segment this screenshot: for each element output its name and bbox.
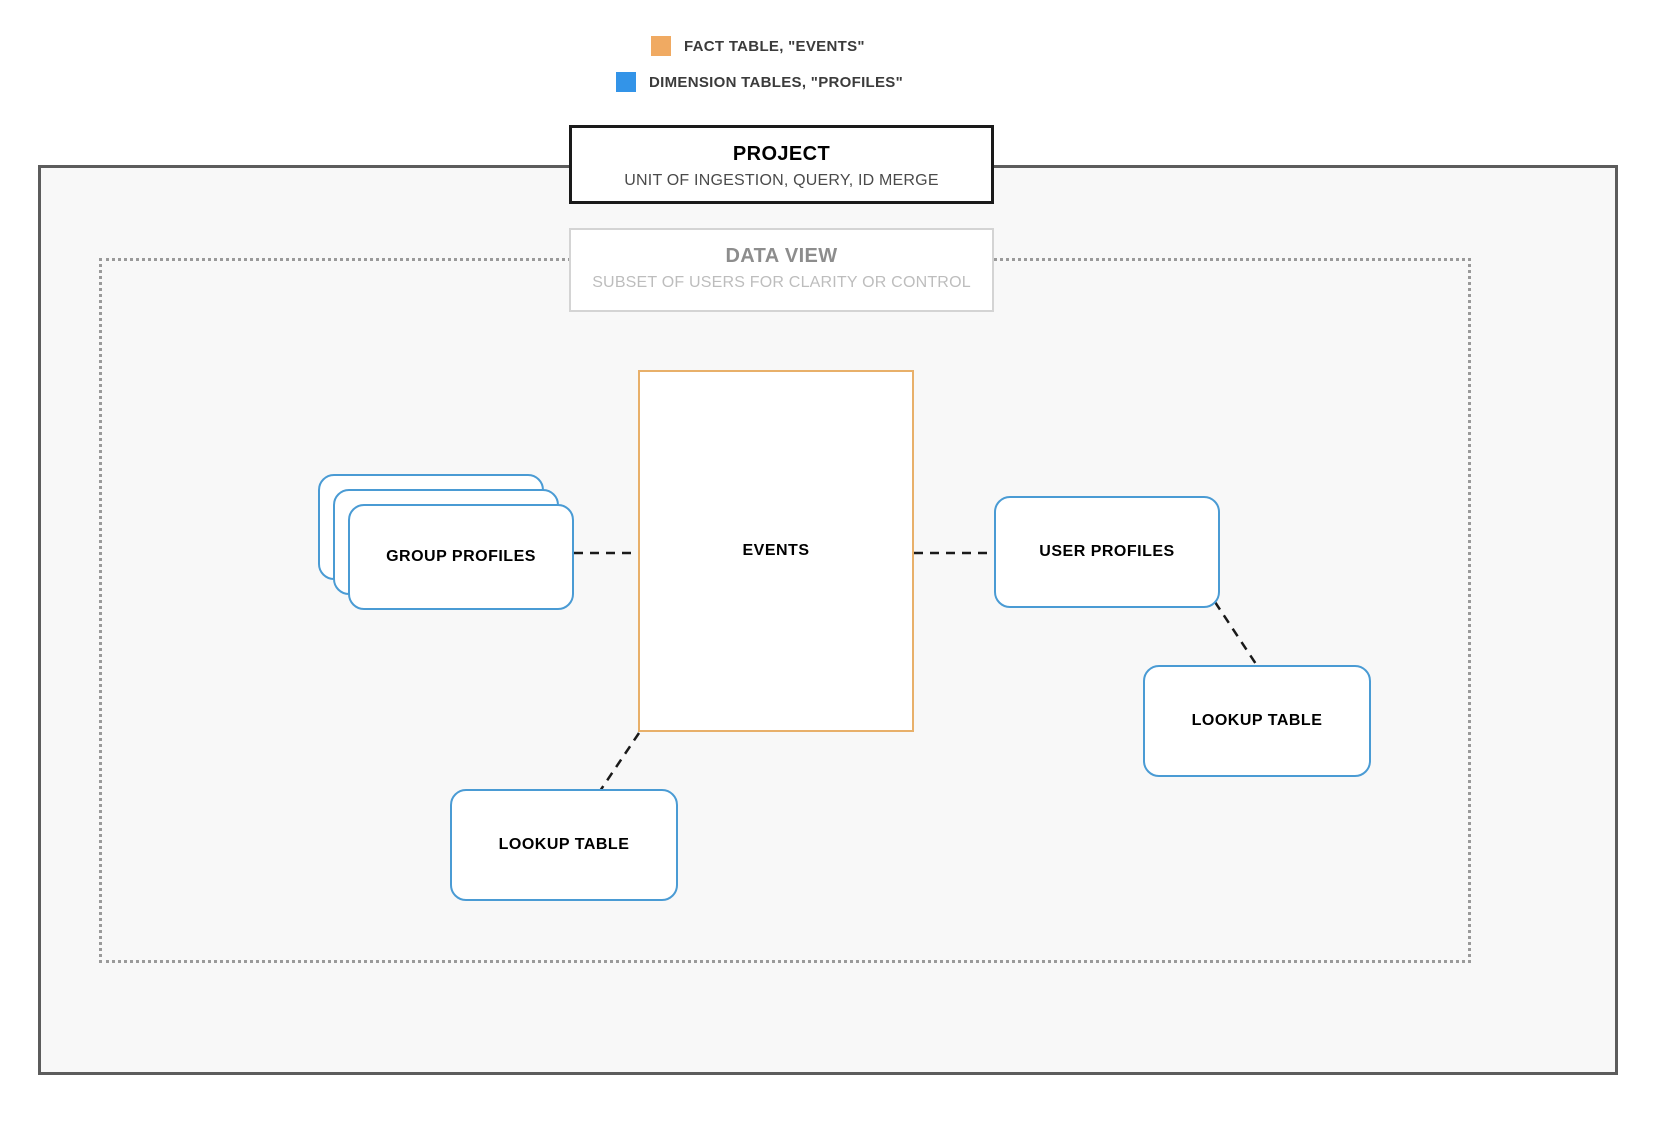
- node-lookup-table-left[interactable]: LOOKUP TABLE: [450, 789, 678, 901]
- legend-item-fact-table: FACT TABLE, "EVENTS": [651, 36, 865, 56]
- project-title: PROJECT: [732, 143, 831, 165]
- orange-square-swatch-icon: [651, 36, 671, 56]
- project-subtitle: UNIT OF INGESTION, QUERY, ID MERGE: [624, 172, 939, 189]
- node-lookup-table-right-label: LOOKUP TABLE: [1191, 712, 1323, 729]
- data-view-title: DATA VIEW: [725, 245, 838, 267]
- node-group-profiles-label: GROUP PROFILES: [386, 548, 536, 565]
- data-view-header-box: DATA VIEW SUBSET OF USERS FOR CLARITY OR…: [569, 228, 994, 312]
- group-profiles-card-front[interactable]: GROUP PROFILES: [348, 504, 574, 610]
- blue-square-swatch-icon: [616, 72, 636, 92]
- node-lookup-table-left-label: LOOKUP TABLE: [498, 836, 630, 853]
- node-lookup-table-right[interactable]: LOOKUP TABLE: [1143, 665, 1371, 777]
- legend-label-fact-table: FACT TABLE, "EVENTS": [684, 37, 865, 55]
- node-user-profiles[interactable]: USER PROFILES: [994, 496, 1220, 608]
- project-header-box: PROJECT UNIT OF INGESTION, QUERY, ID MER…: [569, 125, 994, 204]
- data-view-subtitle: SUBSET OF USERS FOR CLARITY OR CONTROL: [592, 274, 971, 291]
- node-events-label: EVENTS: [742, 542, 810, 559]
- node-events[interactable]: EVENTS: [638, 370, 914, 732]
- legend-label-dimension-tables: DIMENSION TABLES, "PROFILES": [649, 73, 904, 91]
- node-group-profiles[interactable]: GROUP PROFILES: [318, 474, 574, 610]
- node-user-profiles-label: USER PROFILES: [1039, 543, 1175, 560]
- legend-item-dimension-tables: DIMENSION TABLES, "PROFILES": [616, 72, 903, 92]
